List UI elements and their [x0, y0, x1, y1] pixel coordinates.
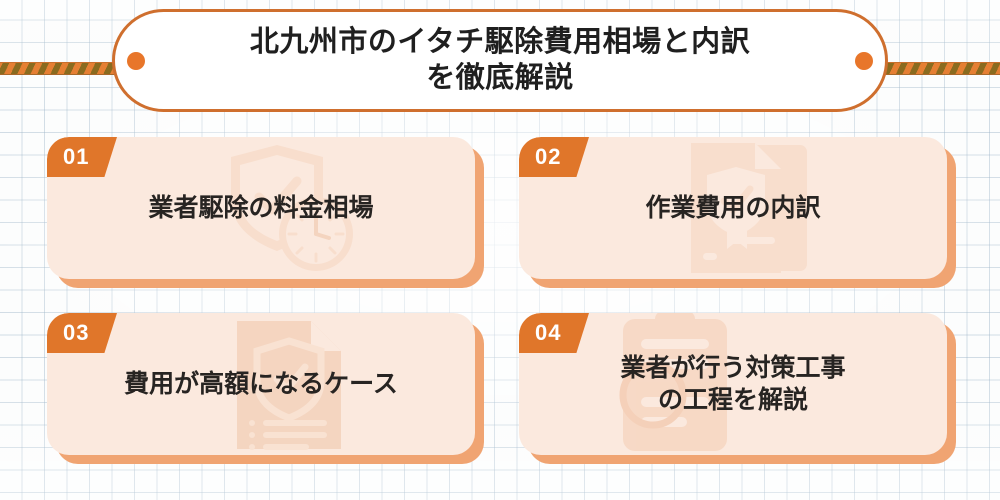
card-number-badge: 03: [47, 313, 117, 353]
card-number-badge: 02: [519, 137, 589, 177]
card-surface: 作業費用の内訳 02: [519, 137, 947, 279]
card-content: 作業費用の内訳: [519, 137, 947, 279]
card-surface: 業者駆除の料金相場 01: [47, 137, 475, 279]
card-item[interactable]: 業者駆除の料金相場 01: [47, 137, 484, 288]
rope-right-icon: [868, 62, 1000, 75]
card-surface: 費用が高額になるケース 03: [47, 313, 475, 455]
card-number-badge: 01: [47, 137, 117, 177]
card-grid: 業者駆除の料金相場 01 作業費用の内訳: [0, 133, 1000, 485]
page-title: 北九州市のイタチ駆除費用相場と内訳 を徹底解説: [249, 26, 751, 94]
title-banner: 北九州市のイタチ駆除費用相場と内訳 を徹底解説: [112, 9, 888, 112]
banner-stud-right-icon: [855, 51, 873, 70]
card-item[interactable]: 業者が行う対策工事 の工程を解説 04: [519, 313, 956, 464]
card-content: 費用が高額になるケース: [47, 313, 475, 455]
banner-stud-left-icon: [127, 51, 145, 70]
card-number-badge: 04: [519, 313, 589, 353]
card-item[interactable]: 費用が高額になるケース 03: [47, 313, 484, 464]
card-label: 作業費用の内訳: [645, 194, 821, 222]
card-label: 業者が行う対策工事 の工程を解説: [620, 354, 846, 414]
rope-left-icon: [0, 62, 132, 75]
card-label: 費用が高額になるケース: [124, 370, 398, 398]
card-item[interactable]: 作業費用の内訳 02: [519, 137, 956, 288]
card-surface: 業者が行う対策工事 の工程を解説 04: [519, 313, 947, 455]
card-content: 業者が行う対策工事 の工程を解説: [519, 313, 947, 455]
card-content: 業者駆除の料金相場: [47, 137, 475, 279]
card-label: 業者駆除の料金相場: [148, 194, 374, 222]
